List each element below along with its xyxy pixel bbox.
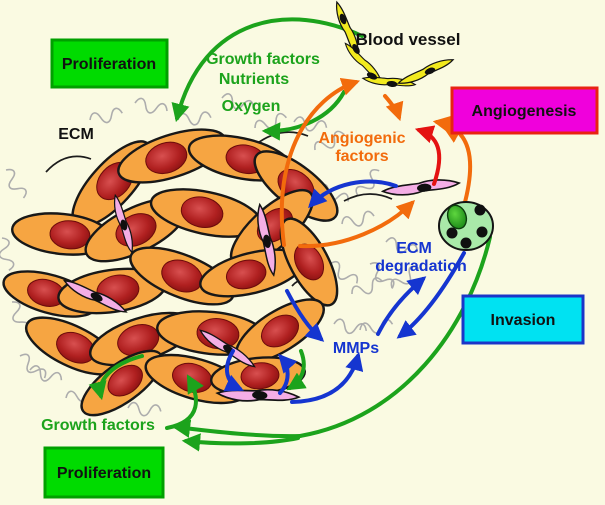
label-ecm-degradation-line2: degradation <box>375 258 467 275</box>
tumor-cell <box>199 248 305 298</box>
proliferation-bottom-label: Proliferation <box>57 465 151 482</box>
fibroblast-cell <box>216 385 301 406</box>
macrophage-cell <box>438 201 494 251</box>
fibroblast-cell <box>110 193 137 255</box>
fibroblast-cell <box>253 202 280 278</box>
blood-vessel <box>332 0 456 90</box>
invasion-label: Invasion <box>491 312 556 329</box>
label-angiogenic-factors-line1: Angiogenic <box>318 130 405 147</box>
arrow-growth-factors-left <box>88 354 144 401</box>
fibroblast-cell <box>61 274 130 319</box>
arrow-vessel-to-angiogenic-factors <box>383 94 404 122</box>
tumor-cell <box>149 188 263 238</box>
fibroblast-cells <box>61 177 461 406</box>
arrow-angiogenic-feedback <box>414 125 442 186</box>
proliferation-top-box: Proliferation <box>50 38 169 89</box>
invasion-box: Invasion <box>461 294 585 345</box>
arrow-stroma-to-angiogenic-factors <box>432 115 473 208</box>
angiogenesis-box: Angiogenesis <box>450 86 599 135</box>
arrow-growth-factors-to-fibroblast <box>286 349 307 391</box>
arrow-growth-factors-nutrients <box>171 17 364 123</box>
fibroblast-cell <box>381 177 461 198</box>
arrow-tumor-to-mmps <box>285 289 325 342</box>
label-oxygen: Oxygen <box>222 98 281 115</box>
arrow-mmps-to-ecm-degradation <box>376 276 427 336</box>
arrow-fibroblast-to-mmps <box>290 351 364 404</box>
arrow-macrophage-to-mmps <box>396 251 466 339</box>
label-angiogenic-factors-line2: factors <box>335 148 388 165</box>
label-growth-factors-bottom: Growth factors <box>41 417 155 434</box>
label-nutrients: Nutrients <box>219 71 289 88</box>
label-ecm-degradation-line1: ECM <box>396 240 432 257</box>
arrow-fibroblast-to-tumor <box>308 179 398 209</box>
proliferation-bottom-box: Proliferation <box>43 446 165 499</box>
arrow-invasion-feedback-long <box>171 235 492 452</box>
proliferation-top-label: Proliferation <box>62 56 156 73</box>
arrow-oxygen <box>261 90 346 141</box>
label-growth-factors-top: Growth factors <box>206 51 320 68</box>
arrow-tumor-to-blood-vessel <box>279 77 361 247</box>
arrow-tumor-to-fibroblast <box>298 199 416 249</box>
arrow-tumor-fibroblast-cycle <box>223 349 298 395</box>
angiogenesis-label: Angiogenesis <box>472 103 577 120</box>
label-mmps: MMPs <box>333 340 379 357</box>
label-ecm: ECM <box>58 126 94 143</box>
label-blood-vessel: Blood vessel <box>356 30 461 49</box>
tumor-cell <box>279 217 339 307</box>
